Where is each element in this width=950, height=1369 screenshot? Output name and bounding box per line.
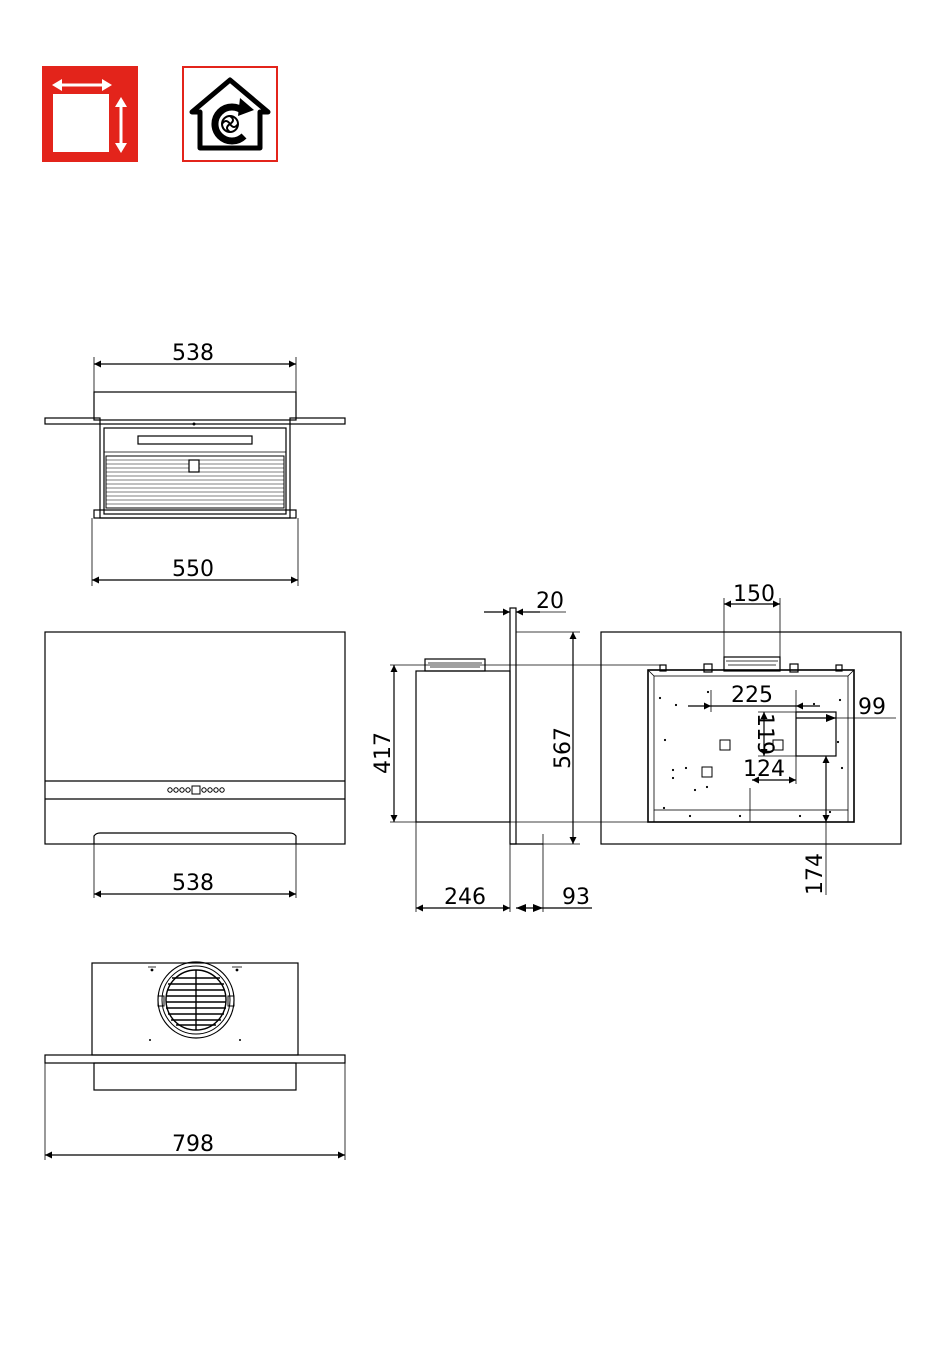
dim-body-depth: 246 [444, 885, 486, 910]
side-view: 20 417 567 246 93 [371, 589, 660, 912]
dim-outlet-diameter: 150 [733, 582, 775, 607]
dim-back-depth: 93 [562, 885, 590, 910]
dim-top-overall: 550 [172, 557, 214, 582]
front-view: 538 [45, 632, 345, 898]
dim-total-height: 567 [551, 727, 576, 769]
control-buttons [168, 786, 224, 794]
dim-body-height: 417 [371, 732, 396, 774]
dim-rear-right: 99 [858, 695, 886, 720]
dim-opening-width: 124 [743, 757, 785, 782]
dim-bottom-overall: 798 [172, 1132, 214, 1157]
outlet-fan-grille [158, 962, 234, 1038]
dim-rear-bottom: 174 [803, 853, 828, 895]
bottom-view: 798 [45, 962, 345, 1160]
dim-panel-thickness: 20 [536, 589, 564, 614]
dim-top-width: 538 [172, 341, 214, 366]
dim-rear-horizontal: 225 [731, 683, 773, 708]
top-view: 538 550 [45, 341, 345, 586]
rear-view: 150 225 99 119 124 174 [601, 582, 901, 895]
dim-front-width: 538 [172, 871, 214, 896]
